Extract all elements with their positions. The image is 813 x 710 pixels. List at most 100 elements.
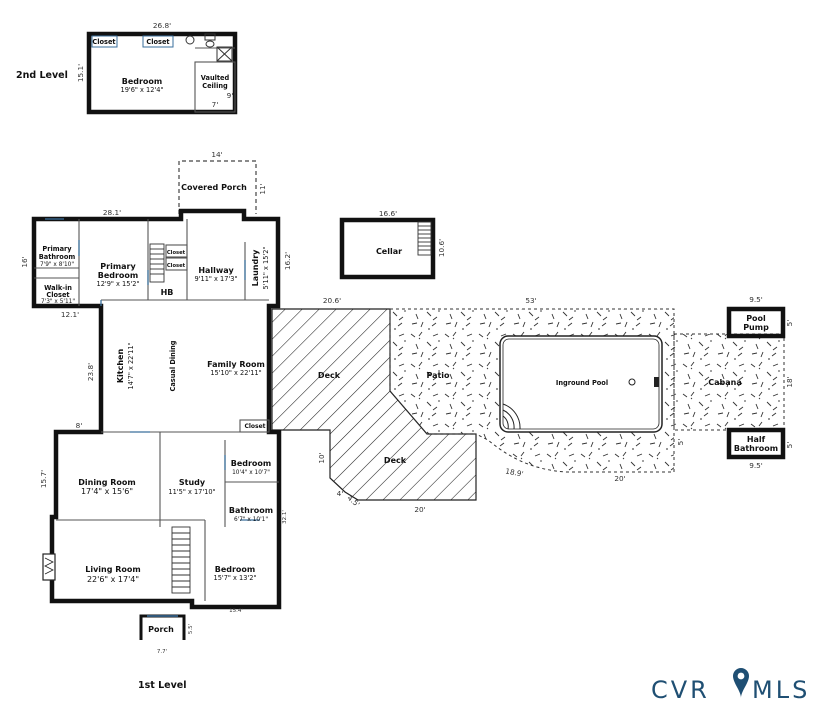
dimension-label: 12.1'	[61, 310, 79, 319]
pool-pump-room	[726, 306, 786, 339]
room-name-bedroom-large: Bedroom	[215, 565, 256, 574]
room-name-bathroom: Bathroom	[229, 506, 273, 515]
room-name-bedroom-small: Bedroom	[231, 459, 272, 468]
cvrmls-logo: CVR MLS	[651, 668, 810, 704]
dimension-label: 5'	[785, 320, 794, 327]
dimension-label: 18.9'	[505, 467, 525, 479]
room-name-bedroom-upper: Bedroom	[122, 77, 163, 86]
cellar-width: 16.6'	[379, 209, 397, 218]
dimension-label: 10'	[317, 452, 326, 463]
logo-text-left: CVR	[651, 676, 710, 704]
room-name-laundry: Laundry	[251, 249, 260, 287]
closet-label: Closet	[167, 250, 186, 256]
room-size-bedroom-large: 15'7" x 13'2"	[214, 574, 257, 582]
room-name-kitchen: Kitchen	[116, 349, 125, 384]
inground-pool	[499, 335, 663, 433]
room-size-primary-bathroom: 7'9" x 8'10"	[40, 262, 74, 268]
room-size-family-room: 15'10" x 22'11"	[210, 369, 261, 377]
location-pin-icon	[733, 668, 749, 698]
dimension-label: 9.5'	[749, 461, 763, 470]
room-size-bathroom: 6'7" x 10'1"	[234, 517, 268, 523]
room-size-laundry: 5'11" x 15'2"	[262, 247, 270, 290]
cellar-depth: 10.6'	[437, 239, 446, 257]
room-size-walk-in-closet: 7'3" x 5'11"	[41, 299, 75, 305]
room-name-living-room: Living Room	[85, 565, 141, 574]
room-name-pool-pump: Pump	[743, 323, 769, 332]
deck-label: Deck	[318, 371, 341, 380]
deck-width: 20.6'	[323, 296, 341, 305]
room-size-bedroom-small: 10'4" x 10'7"	[232, 470, 270, 476]
dimension-label: 8'	[76, 421, 83, 430]
casual-dining-label: Casual Dining	[169, 340, 177, 391]
dimension-label: 9.5'	[749, 295, 763, 304]
dimension-label: 5'	[785, 442, 794, 449]
patio-width: 53'	[525, 296, 536, 305]
cellar	[339, 217, 436, 280]
room-size-study: 11'5" x 17'10"	[168, 488, 215, 496]
room-name-primary-bedroom: Primary	[100, 262, 136, 271]
dimension-label: 23.8'	[86, 363, 95, 381]
room-name-primary-bathroom: Primary	[42, 245, 72, 253]
half-bathroom-room	[726, 427, 786, 460]
closet-label: Closet	[92, 38, 115, 46]
room-name-porch: Porch	[148, 625, 174, 634]
room-name-pool-pump: Pool	[746, 314, 766, 323]
hb-label: HB	[161, 288, 174, 297]
pool-label: Inground Pool	[556, 379, 608, 387]
vaulted-ceiling-label: Vaulted	[201, 74, 230, 82]
room-size-primary-bedroom: 12'9" x 15'2"	[97, 280, 140, 288]
dimension-label: 32.1'	[282, 510, 288, 524]
level-label-first: 1st Level	[138, 680, 187, 691]
dimension-label: 16.2'	[283, 252, 292, 270]
second-level-plan	[86, 31, 238, 115]
fireplace-icon	[42, 553, 56, 581]
dimension-label: 5.5'	[188, 624, 194, 634]
level-label-second: 2nd Level	[16, 70, 68, 81]
logo-text-right: MLS	[752, 676, 810, 704]
porch-depth: 11'	[258, 183, 267, 194]
room-name-family-room: Family Room	[207, 360, 265, 369]
closet-label: Closet	[167, 263, 186, 269]
dimension-label: 28.1'	[103, 208, 121, 217]
closet-label: Closet	[244, 423, 265, 430]
room-name-dining-room: Dining Room	[78, 478, 136, 487]
deck-label: Deck	[384, 456, 407, 465]
upper-depth: 15.1'	[76, 64, 85, 82]
room-size-kitchen: 14'7" x 22'11"	[127, 342, 135, 389]
room-name-walk-in-closet: Walk-in	[44, 284, 72, 292]
room-size-bedroom-upper: 19'6" x 12'4"	[121, 86, 164, 94]
room-size-dining-room: 17'4" x 15'6"	[81, 487, 133, 496]
room-size-hallway: 9'11" x 17'3"	[195, 275, 238, 283]
dimension-label: 15.4'	[229, 608, 243, 614]
room-name-half-bathroom: Bathroom	[734, 444, 778, 453]
room-name-half-bathroom: Half	[747, 435, 766, 444]
room-name-walk-in-closet: Closet	[46, 291, 69, 299]
patio-label: Patio	[426, 371, 450, 380]
room-name-study: Study	[179, 478, 206, 487]
dimension-label: 20'	[414, 505, 425, 514]
dimension-label: 16'	[20, 256, 29, 267]
room-name-primary-bathroom: Bathroom	[39, 253, 76, 261]
dimension-label: 5'	[676, 439, 685, 446]
room-name-hallway: Hallway	[198, 266, 234, 275]
upper-width: 26.8'	[153, 21, 171, 30]
shower-icon	[216, 46, 233, 62]
porch-width: 14'	[211, 150, 222, 159]
vaulted-ceiling-label: Ceiling	[202, 82, 228, 90]
room-name-covered-porch: Covered Porch	[181, 183, 247, 192]
first-level-plan	[31, 208, 282, 640]
dimension-label: 9'	[227, 91, 234, 100]
room-size-living-room: 22'6" x 17'4"	[87, 575, 139, 584]
closet-label: Closet	[146, 38, 169, 46]
dimension-label: 7.7'	[157, 649, 167, 655]
dimension-label: 4'	[337, 489, 344, 498]
dimension-label: 20'	[614, 474, 625, 483]
room-name-primary-bedroom: Bedroom	[98, 271, 139, 280]
room-name-cellar: Cellar	[376, 247, 402, 256]
dimension-label: 15.7'	[39, 470, 48, 488]
cabana-label: Cabana	[708, 378, 742, 387]
covered-porch	[178, 160, 257, 214]
dimension-label: 18'	[785, 376, 794, 387]
dimension-label: 7'	[212, 100, 219, 109]
